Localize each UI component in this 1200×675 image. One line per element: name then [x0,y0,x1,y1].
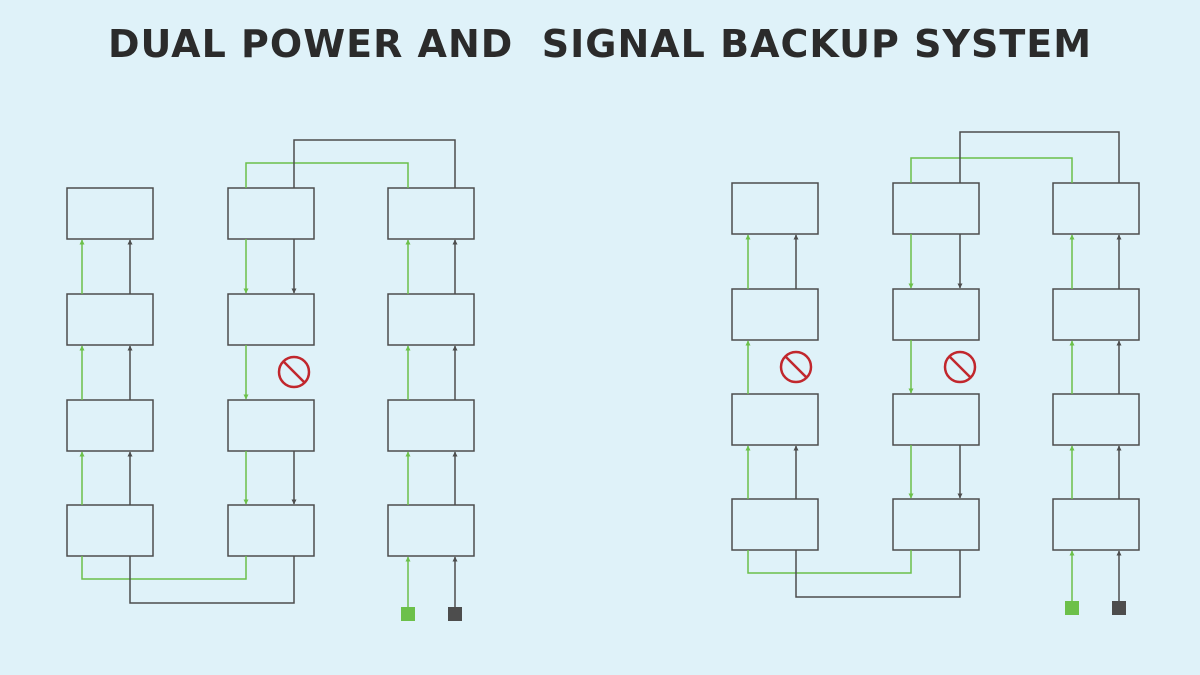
node-box [892,393,980,446]
left-diagram [66,187,475,557]
node-box [227,187,315,240]
node-box [731,498,819,551]
node-box [1052,182,1140,235]
node-box [731,182,819,235]
node-box [387,399,475,452]
node-box [1052,498,1140,551]
node-box [892,182,980,235]
node-box [731,288,819,341]
node-box [892,498,980,551]
page-title: DUAL POWER AND SIGNAL BACKUP SYSTEM [107,22,1093,66]
prohibited-icon [277,355,311,389]
node-box [387,293,475,346]
node-box [227,399,315,452]
node-box [66,187,154,240]
node-box [227,504,315,557]
prohibited-icon [779,350,813,384]
node-box [66,504,154,557]
right-signal-arrows [745,157,1075,601]
gray-square-source [448,607,462,621]
node-box [66,399,154,452]
node-box [892,288,980,341]
right-diagram [731,182,1140,551]
green-square-source [1065,601,1079,615]
right-power-arrows [793,131,1122,601]
prohibited-icon [943,350,977,384]
node-box [227,293,315,346]
left-signal-arrows [79,162,411,607]
node-box [387,187,475,240]
node-box [66,293,154,346]
gray-square-source [1112,601,1126,615]
node-box [1052,288,1140,341]
green-square-source [401,607,415,621]
left-power-arrows [127,139,458,607]
node-box [387,504,475,557]
node-box [731,393,819,446]
node-box [1052,393,1140,446]
